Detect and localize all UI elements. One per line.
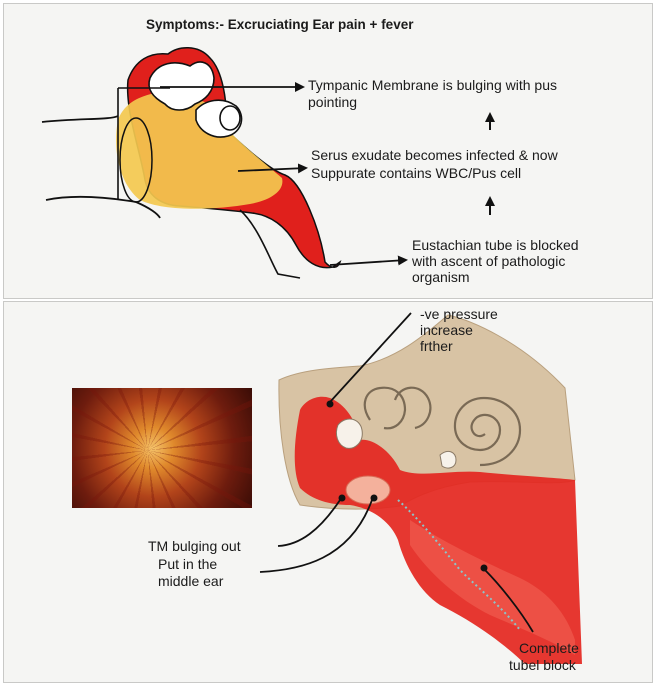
block-label-line2: tubel block [509,657,576,674]
bottom-ear-illustration [279,315,582,664]
symptoms-title: Symptoms:- Excruciating Ear pain + fever [146,16,413,33]
tm-bulging-out-label: TM bulging out [148,538,241,555]
pus-label-line2: middle ear [158,573,223,590]
ossicle [336,419,362,448]
tm-bulging-line1: Tympanic Membrane is bulging with pus [308,77,557,94]
otoscopy-photo [72,388,252,508]
bulging-tympanic-membrane [346,476,390,504]
top-ear-illustration [42,48,340,278]
eustachian-line2: with ascent of pathologic [412,253,565,270]
eustachian-line3: organism [412,269,470,286]
eustachian-line1: Eustachian tube is blocked [412,237,579,254]
pressure-line2: increase [420,322,473,339]
exudate-line1: Serus exudate becomes infected & now [311,147,558,164]
pus-label-line1: Put in the [158,556,217,573]
exudate-line2: Suppurate contains WBC/Pus cell [311,165,521,182]
tm-bulging-line2: pointing [308,94,357,111]
pressure-line3: frther [420,338,453,355]
block-label-line1: Complete [519,640,579,657]
ear-canal-upper [42,116,118,122]
pressure-line1: -ve pressure [420,306,498,323]
